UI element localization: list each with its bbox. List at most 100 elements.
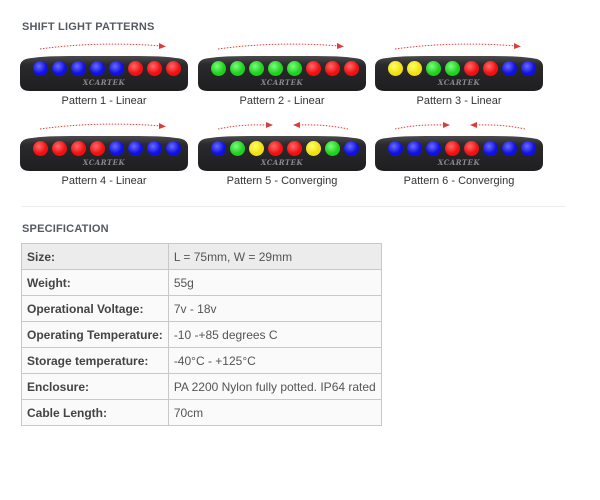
led-red xyxy=(344,61,359,76)
led-row xyxy=(211,141,359,156)
table-row: Operational Voltage: 7v - 18v xyxy=(21,295,382,322)
spec-value: L = 75mm, W = 29mm xyxy=(167,243,382,270)
converging-arrow-left-icon xyxy=(216,120,276,132)
led-red xyxy=(147,61,162,76)
led-red xyxy=(464,61,479,76)
led-green xyxy=(325,141,340,156)
led-row xyxy=(211,61,359,76)
direction-arrow-icon xyxy=(38,40,168,52)
led-blue xyxy=(90,61,105,76)
led-green xyxy=(268,61,283,76)
table-row: Operating Temperature: -10 -+85 degrees … xyxy=(21,321,382,348)
pattern-card: XCARTEK Pattern 1 - Linear xyxy=(20,40,188,110)
led-green xyxy=(445,61,460,76)
table-row: Weight: 55g xyxy=(21,269,382,296)
spec-value: 70cm xyxy=(167,399,382,426)
pattern-card: XCARTEK Pattern 6 - Converging xyxy=(375,120,543,190)
led-red xyxy=(483,61,498,76)
spec-key: Enclosure: xyxy=(21,373,169,400)
shift-light-device: XCARTEK xyxy=(375,135,543,171)
led-yellow xyxy=(249,141,264,156)
pattern-caption: Pattern 2 - Linear xyxy=(239,95,325,107)
xcartek-logo: XCARTEK xyxy=(260,158,304,167)
led-blue xyxy=(128,141,143,156)
xcartek-logo: XCARTEK xyxy=(437,78,481,87)
led-blue xyxy=(166,141,181,156)
led-red xyxy=(306,61,321,76)
led-red xyxy=(128,61,143,76)
led-blue xyxy=(52,61,67,76)
led-yellow xyxy=(407,61,422,76)
led-blue xyxy=(502,141,517,156)
pattern-card: XCARTEK Pattern 4 - Linear xyxy=(20,120,188,190)
led-yellow xyxy=(306,141,321,156)
converging-arrow-right-icon xyxy=(467,120,527,132)
spec-key: Weight: xyxy=(21,269,169,296)
table-row: Size: L = 75mm, W = 29mm xyxy=(21,243,382,270)
led-row xyxy=(33,141,181,156)
converging-arrow-left-icon xyxy=(393,120,453,132)
led-blue xyxy=(502,61,517,76)
spec-key: Size: xyxy=(21,243,169,270)
led-red xyxy=(71,141,86,156)
led-green xyxy=(287,61,302,76)
shift-light-device: XCARTEK xyxy=(20,55,188,91)
led-blue xyxy=(426,141,441,156)
shift-light-device: XCARTEK xyxy=(198,55,366,91)
pattern-card: XCARTEK Pattern 2 - Linear xyxy=(198,40,366,110)
spec-value: -10 -+85 degrees C xyxy=(167,321,382,348)
converging-arrow-right-icon xyxy=(290,120,350,132)
pattern-card: XCARTEK Pattern 3 - Linear xyxy=(375,40,543,110)
pattern-caption: Pattern 1 - Linear xyxy=(61,95,147,107)
pattern-caption: Pattern 3 - Linear xyxy=(416,95,502,107)
spec-key: Operational Voltage: xyxy=(21,295,169,322)
specification-table: Size: L = 75mm, W = 29mm Weight: 55g Ope… xyxy=(21,243,382,426)
spec-key: Storage temperature: xyxy=(21,347,169,374)
shift-light-device: XCARTEK xyxy=(375,55,543,91)
led-red xyxy=(268,141,283,156)
led-green xyxy=(249,61,264,76)
led-blue xyxy=(147,141,162,156)
table-row: Storage temperature: -40°C - +125°C xyxy=(21,347,382,374)
xcartek-logo: XCARTEK xyxy=(260,78,304,87)
table-row: Enclosure: PA 2200 Nylon fully potted. I… xyxy=(21,373,382,400)
led-blue xyxy=(483,141,498,156)
led-red xyxy=(325,61,340,76)
shift-light-patterns-heading: SHIFT LIGHT PATTERNS xyxy=(22,21,155,33)
specification-heading: SPECIFICATION xyxy=(22,223,109,235)
led-green xyxy=(211,61,226,76)
spec-key: Cable Length: xyxy=(21,399,169,426)
led-red xyxy=(90,141,105,156)
led-blue xyxy=(344,141,359,156)
direction-arrow-icon xyxy=(216,40,346,52)
led-blue xyxy=(33,61,48,76)
direction-arrow-icon xyxy=(38,120,168,132)
led-blue xyxy=(109,141,124,156)
spec-value: PA 2200 Nylon fully potted. IP64 rated xyxy=(167,373,382,400)
direction-arrow-icon xyxy=(393,40,523,52)
led-row xyxy=(388,141,536,156)
led-red xyxy=(464,141,479,156)
led-row xyxy=(388,61,536,76)
led-red xyxy=(33,141,48,156)
led-red xyxy=(52,141,67,156)
spec-key: Operating Temperature: xyxy=(21,321,169,348)
spec-value: 55g xyxy=(167,269,382,296)
xcartek-logo: XCARTEK xyxy=(82,78,126,87)
led-blue xyxy=(109,61,124,76)
led-blue xyxy=(388,141,403,156)
led-row xyxy=(33,61,181,76)
section-divider xyxy=(22,206,565,207)
led-red xyxy=(287,141,302,156)
pattern-caption: Pattern 5 - Converging xyxy=(226,175,338,187)
pattern-caption: Pattern 4 - Linear xyxy=(61,175,147,187)
shift-light-device: XCARTEK xyxy=(20,135,188,171)
table-row: Cable Length: 70cm xyxy=(21,399,382,426)
led-yellow xyxy=(388,61,403,76)
spec-value: -40°C - +125°C xyxy=(167,347,382,374)
led-blue xyxy=(211,141,226,156)
pattern-card: XCARTEK Pattern 5 - Converging xyxy=(198,120,366,190)
led-blue xyxy=(521,61,536,76)
led-blue xyxy=(71,61,86,76)
led-red xyxy=(445,141,460,156)
